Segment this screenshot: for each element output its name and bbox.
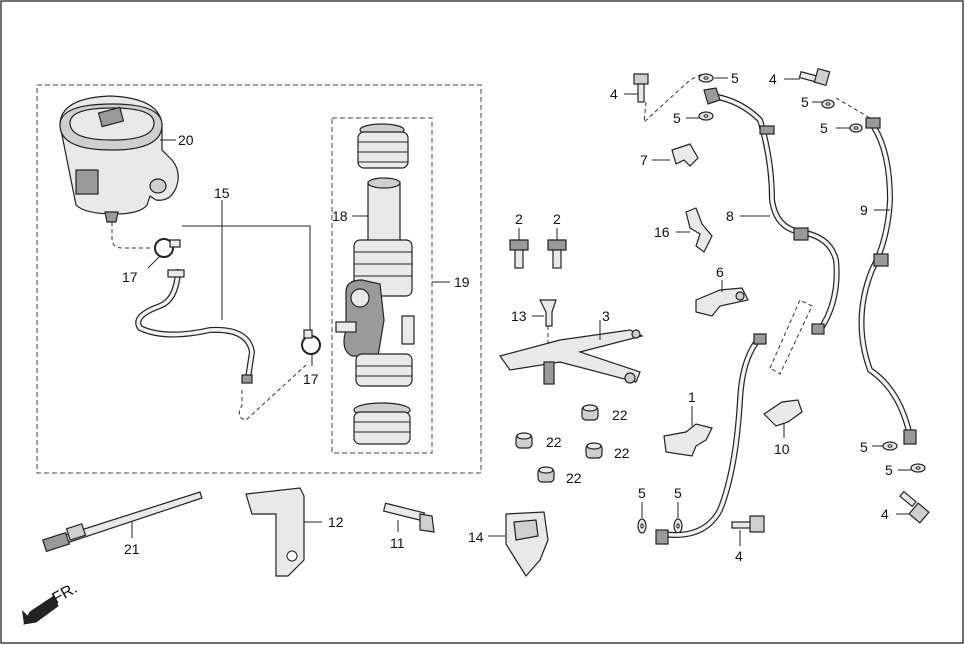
hose-clamp-part-10 xyxy=(763,399,803,427)
washer-part-5-b xyxy=(698,111,714,121)
boot-group-box xyxy=(331,117,433,454)
callout-20: 20 xyxy=(178,132,194,148)
support-bracket-part xyxy=(499,329,644,385)
push-pin-part xyxy=(539,299,557,327)
callout-22-c: 22 xyxy=(614,445,630,461)
callout-18: 18 xyxy=(332,208,348,224)
callout-13: 13 xyxy=(511,308,527,324)
clutch-hose-part-9 xyxy=(858,117,917,445)
bracket-part-12 xyxy=(245,487,305,577)
callout-4-bottom-right: 4 xyxy=(881,506,889,522)
callout-22-b: 22 xyxy=(546,434,562,450)
boot-bottom-part xyxy=(353,402,411,445)
callout-5-b: 5 xyxy=(673,110,681,126)
hose-clamp-part-6 xyxy=(695,287,749,317)
hose-bracket-part-1 xyxy=(663,423,713,457)
banjo-bolt-part-4-bottom-right xyxy=(899,490,930,524)
callout-22-a: 22 xyxy=(612,407,628,423)
washer-part-5-a xyxy=(698,73,714,83)
callout-21: 21 xyxy=(124,541,140,557)
bolt-part-2-left xyxy=(509,239,529,269)
pivot-pin-part xyxy=(382,502,435,533)
banjo-bolt-part-4-top-right xyxy=(798,67,831,87)
washer-part-5-e xyxy=(882,441,898,451)
banjo-bolt-part-4-top-left xyxy=(633,73,649,103)
clutch-hose-part-8 xyxy=(655,87,840,545)
callout-2-left: 2 xyxy=(515,211,523,227)
push-rod-part xyxy=(41,491,203,553)
callout-15: 15 xyxy=(214,185,230,201)
retaining-clip-part xyxy=(505,511,549,578)
reservoir-hose-part xyxy=(135,269,255,384)
callout-16: 16 xyxy=(654,224,670,240)
master-cylinder-part xyxy=(335,177,415,387)
callout-5-d: 5 xyxy=(820,120,828,136)
callout-8: 8 xyxy=(726,208,734,224)
grommet-part-22-d xyxy=(537,466,555,483)
callout-5-f: 5 xyxy=(885,462,893,478)
callout-4-top-left: 4 xyxy=(610,86,618,102)
callout-11: 11 xyxy=(390,535,405,551)
callout-19: 19 xyxy=(454,274,470,290)
boot-top-part xyxy=(357,123,409,169)
callout-5-h: 5 xyxy=(674,485,682,501)
callout-2-right: 2 xyxy=(553,211,561,227)
callout-10: 10 xyxy=(774,441,790,457)
callout-22-d: 22 xyxy=(566,470,582,486)
callout-5-c: 5 xyxy=(801,94,809,110)
hose-clamp-part-lower xyxy=(301,329,321,355)
callout-7: 7 xyxy=(640,152,648,168)
grommet-part-22-a xyxy=(581,404,599,421)
bolt-part-2-right xyxy=(547,239,567,269)
washer-part-5-f xyxy=(910,463,926,473)
callout-1: 1 xyxy=(688,389,696,405)
callout-12: 12 xyxy=(328,514,344,530)
callout-5-g: 5 xyxy=(638,485,646,501)
callout-9: 9 xyxy=(860,202,868,218)
reservoir-part xyxy=(59,95,179,223)
hose-clamp-part-upper xyxy=(154,238,185,278)
callout-4-top-right: 4 xyxy=(769,71,777,87)
arrow-down-left-icon xyxy=(22,595,59,625)
washer-part-5-c xyxy=(821,99,835,109)
washer-part-5-d xyxy=(849,123,863,133)
banjo-bolt-part-4-bottom-left xyxy=(731,515,765,533)
hose-clip-part-16 xyxy=(685,207,713,253)
grommet-part-22-b xyxy=(515,432,533,449)
callout-4-bottom-left: 4 xyxy=(735,548,743,564)
callout-14: 14 xyxy=(468,529,484,545)
callout-17-upper: 17 xyxy=(122,269,138,285)
callout-6: 6 xyxy=(716,264,724,280)
callout-17-lower: 17 xyxy=(303,371,319,387)
grommet-part-22-c xyxy=(585,442,603,459)
callout-5-a: 5 xyxy=(731,70,739,86)
hose-clip-part-7 xyxy=(671,143,699,167)
callout-5-e: 5 xyxy=(860,439,868,455)
washer-part-5-g xyxy=(637,518,647,534)
washer-part-5-h xyxy=(673,518,683,534)
callout-3: 3 xyxy=(602,308,610,324)
